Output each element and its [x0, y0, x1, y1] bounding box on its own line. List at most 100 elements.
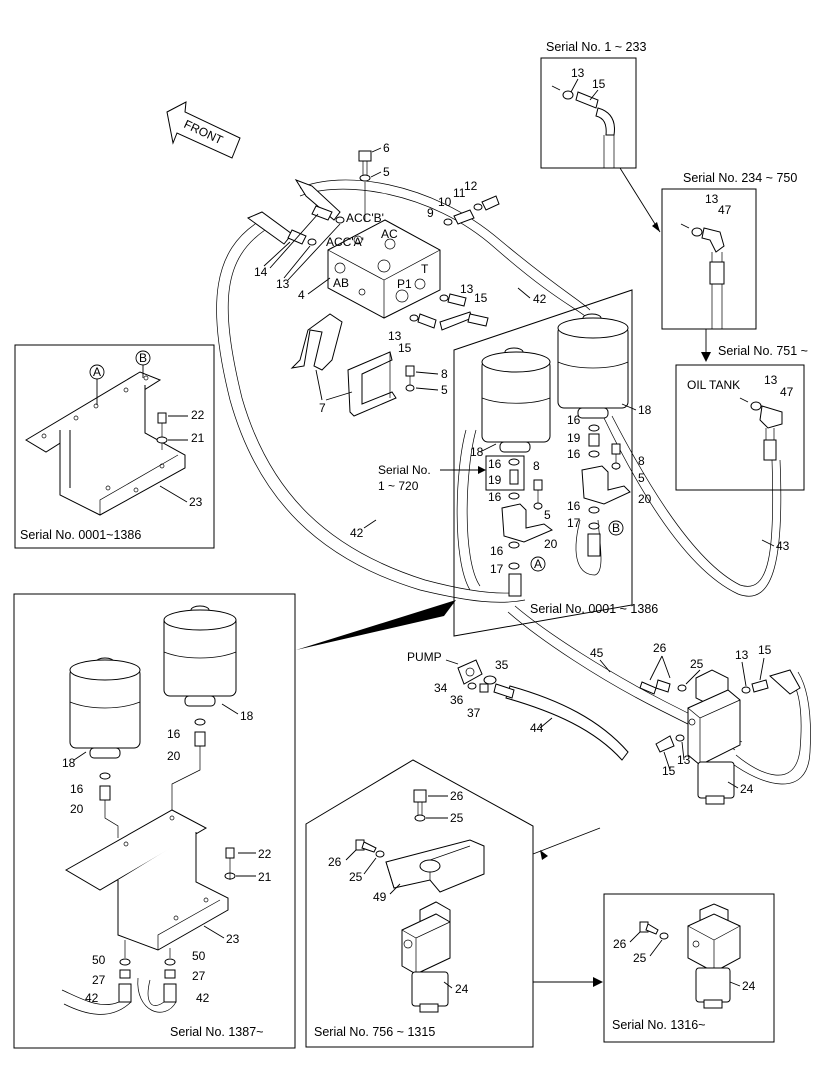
- label-20: 20: [638, 492, 652, 506]
- caption-serial-756-1315: Serial No. 756 ~ 1315: [314, 1025, 435, 1039]
- detail-pointer: [296, 600, 456, 650]
- label-23: 23: [226, 932, 240, 946]
- label-5: 5: [544, 508, 551, 522]
- label-47: 47: [780, 385, 794, 399]
- label-34: 34: [434, 681, 448, 695]
- label-26: 26: [328, 855, 342, 869]
- label-16: 16: [490, 544, 504, 558]
- label-17: 17: [567, 516, 581, 530]
- label-16: 16: [70, 782, 84, 796]
- label-50: 50: [192, 949, 206, 963]
- inset-serial-1-233: Serial No. 1 ~ 233 13 15: [540, 40, 646, 169]
- detail-serial-1316: 26 25 24 Serial No. 1316~: [603, 893, 775, 1043]
- label-8: 8: [533, 459, 540, 473]
- label-24: 24: [455, 982, 469, 996]
- port-t: T: [421, 262, 429, 276]
- label-18: 18: [638, 403, 652, 417]
- label-36: 36: [450, 693, 464, 707]
- label-8: 8: [441, 367, 448, 381]
- label-26: 26: [450, 789, 464, 803]
- label-22: 22: [258, 847, 272, 861]
- label-16: 16: [488, 490, 502, 504]
- callout-b: B: [139, 351, 147, 365]
- label-16: 16: [567, 413, 581, 427]
- port-ab: AB: [333, 276, 349, 290]
- label-43: 43: [776, 539, 790, 553]
- caption-serial-0001-1386-main: Serial No. 0001 ~ 1386: [530, 602, 658, 616]
- caption-serial-751: Serial No. 751 ~: [718, 344, 808, 358]
- label-13: 13: [764, 373, 778, 387]
- label-25: 25: [349, 870, 363, 884]
- label-23: 23: [189, 495, 203, 509]
- label-11: 11: [453, 186, 466, 200]
- label-21: 21: [191, 431, 205, 445]
- label-45: 45: [590, 646, 604, 660]
- oil-tank-label: OIL TANK: [687, 378, 740, 392]
- caption-serial-1-233: Serial No. 1 ~ 233: [546, 40, 646, 54]
- label-42: 42: [350, 526, 364, 540]
- label-13: 13: [276, 277, 290, 291]
- label-7: 7: [319, 401, 326, 415]
- arrow-to-main-filter: [532, 827, 601, 855]
- label-49: 49: [373, 890, 387, 904]
- label-37: 37: [467, 706, 481, 720]
- control-valve-block: ACC'B' ACC'A' AC AB P1 T 4 6 5 9 10 11 1…: [246, 141, 547, 355]
- caption-serial-1387: Serial No. 1387~: [170, 1025, 263, 1039]
- label-18: 18: [240, 709, 254, 723]
- label-15: 15: [474, 291, 488, 305]
- caption-serial-1316: Serial No. 1316~: [612, 1018, 705, 1032]
- line-filter-24-main: 26 25 13 15 15 13 24: [639, 641, 801, 805]
- filters-group-0001-1386: 18 18 Serial No. 1 ~ 720 16 19 16 8 5 20…: [378, 289, 658, 637]
- label-10: 10: [438, 195, 452, 209]
- label-15: 15: [592, 77, 606, 91]
- pump-label: PUMP: [407, 650, 442, 664]
- callout-a: A: [534, 557, 542, 571]
- label-50: 50: [92, 953, 106, 967]
- front-arrow: FRONT: [166, 101, 241, 159]
- label-4: 4: [298, 288, 305, 302]
- label-5: 5: [441, 383, 448, 397]
- label-22: 22: [191, 408, 205, 422]
- caption-serial-0001-1386-bracket: Serial No. 0001~1386: [20, 528, 141, 542]
- label-13: 13: [735, 648, 749, 662]
- callout-a: A: [93, 365, 101, 379]
- label-13: 13: [705, 192, 719, 206]
- label-42: 42: [85, 991, 99, 1005]
- inset-bracket-0001-1386: A B 22 21 23 Serial No. 0001~1386: [14, 344, 215, 549]
- detail-serial-756-1315-frame: [305, 759, 534, 1048]
- label-27: 27: [92, 973, 106, 987]
- label-5: 5: [638, 471, 645, 485]
- label-18: 18: [470, 445, 484, 459]
- label-15: 15: [398, 341, 412, 355]
- port-ac: AC: [381, 227, 398, 241]
- label-20: 20: [70, 802, 84, 816]
- brackets-7: 8 5 7: [290, 313, 448, 417]
- label-27: 27: [192, 969, 206, 983]
- label-44: 44: [530, 721, 544, 735]
- port-p1: P1: [397, 277, 412, 291]
- label-16: 16: [567, 499, 581, 513]
- label-13: 13: [571, 66, 585, 80]
- serial-no-word: Serial No.: [378, 463, 431, 477]
- label-15: 15: [662, 764, 676, 778]
- label-18: 18: [62, 756, 76, 770]
- inset-serial-234-750: Serial No. 234 ~ 750 13 47: [661, 171, 797, 330]
- callout-b: B: [612, 521, 620, 535]
- caption-serial-234-750: Serial No. 234 ~ 750: [683, 171, 797, 185]
- label-17: 17: [490, 562, 504, 576]
- label-12: 12: [464, 179, 478, 193]
- label-13: 13: [460, 282, 474, 296]
- label-25: 25: [633, 951, 647, 965]
- detail-serial-1387: 18 18 16 20 16 20 22 21 23 50: [13, 593, 296, 1049]
- arrow-inset1-to-inset2: [619, 167, 661, 233]
- label-13: 13: [388, 329, 402, 343]
- label-19: 19: [488, 473, 502, 487]
- pump-area: PUMP 35 34 36 37 44 45: [407, 646, 611, 735]
- label-16: 16: [488, 457, 502, 471]
- label-19: 19: [567, 431, 581, 445]
- main-hoses: [216, 179, 811, 785]
- label-24: 24: [742, 979, 756, 993]
- label-9: 9: [427, 206, 434, 220]
- label-15: 15: [758, 643, 772, 657]
